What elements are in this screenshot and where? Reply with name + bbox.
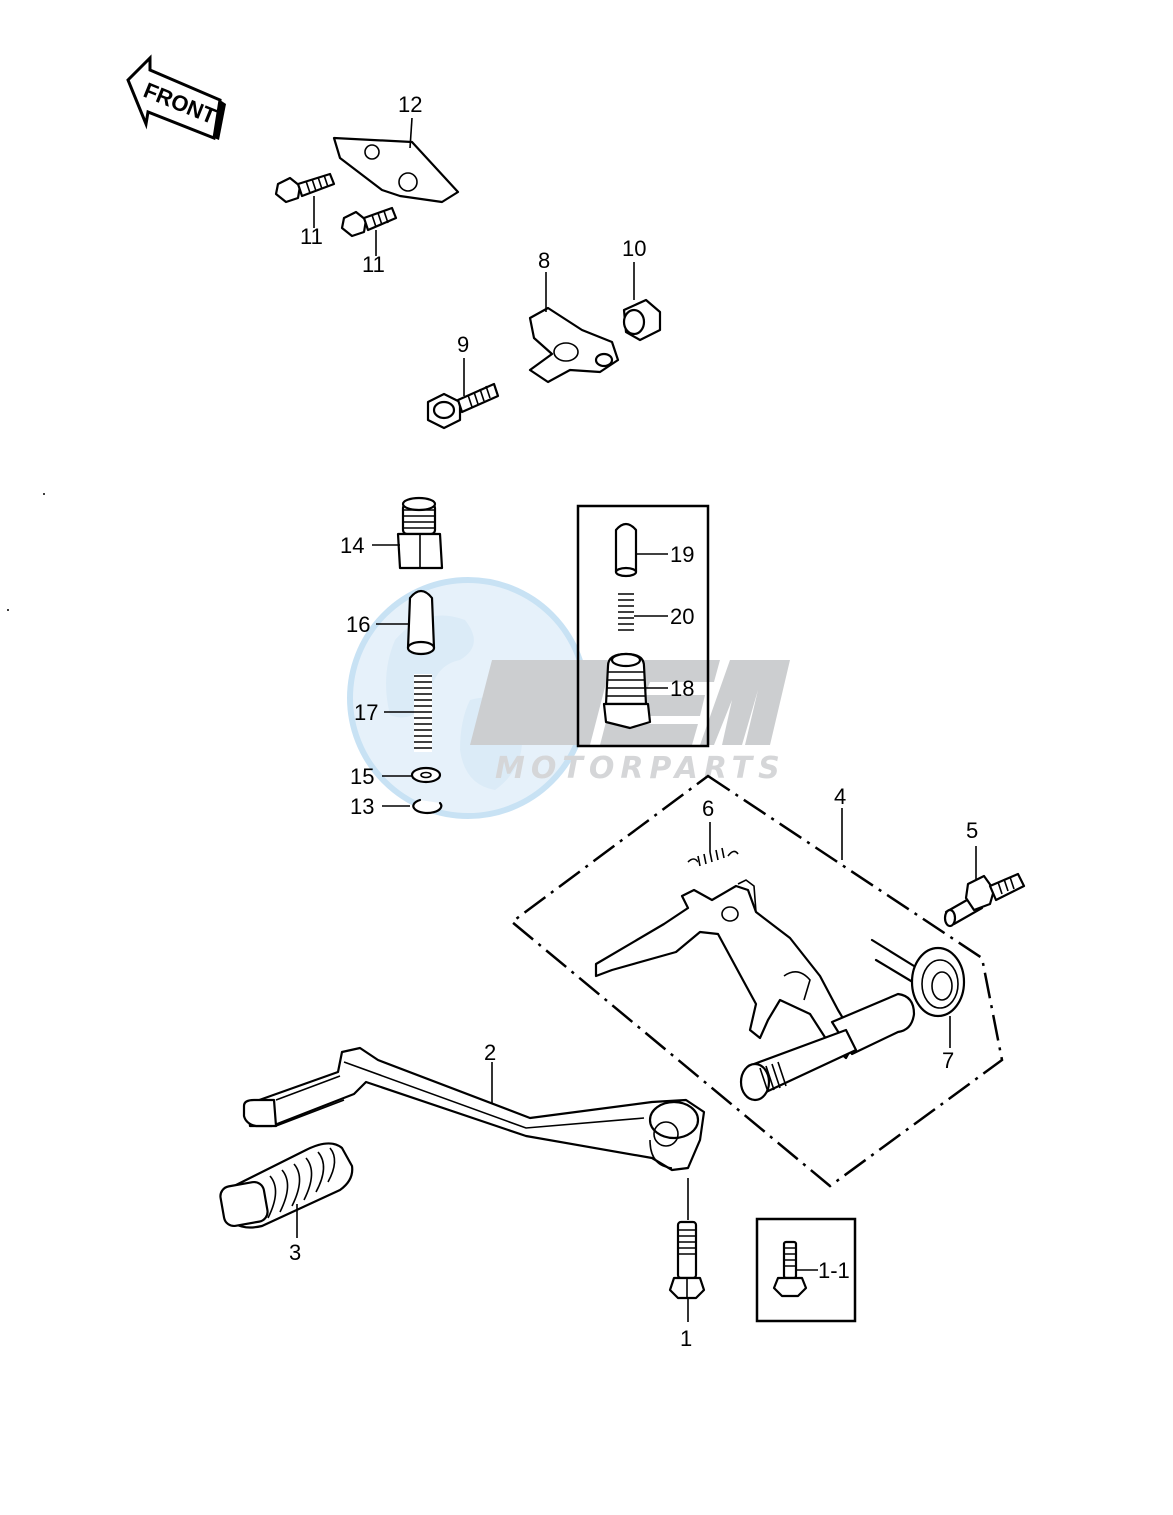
callout-11-b: 11 xyxy=(362,252,385,277)
part-9-bolt xyxy=(426,382,500,430)
part-15-washer xyxy=(410,766,442,784)
part-1-bolt xyxy=(668,1220,706,1300)
callout-19: 19 xyxy=(670,542,694,567)
part-8-bracket xyxy=(528,306,620,384)
callout-10: 10 xyxy=(622,236,646,261)
callout-4: 4 xyxy=(834,784,846,809)
part-10-collar xyxy=(622,298,662,342)
part-12-plate xyxy=(332,136,460,204)
part-18-holder xyxy=(602,652,652,730)
part-2-shift-pedal xyxy=(242,1046,706,1172)
part-4-assembly-outline xyxy=(509,774,1004,1188)
callout-5: 5 xyxy=(966,818,978,843)
part-19-pin xyxy=(614,522,638,578)
part-11-bolt-a xyxy=(274,172,336,204)
part-4-shift-shaft xyxy=(594,879,916,1102)
part-group-box-18-20 xyxy=(576,504,710,748)
callout-2: 2 xyxy=(484,1040,496,1065)
front-arrow: FRONT xyxy=(126,54,226,141)
part-13-circlip xyxy=(412,798,443,815)
part-1-1-box xyxy=(755,1217,857,1323)
callout-18: 18 xyxy=(670,676,694,701)
callout-9: 9 xyxy=(457,332,469,357)
part-20-spring xyxy=(618,593,634,631)
part-7-torsion-spring xyxy=(870,938,966,1018)
callout-7: 7 xyxy=(942,1048,954,1073)
part-14-plug xyxy=(396,496,444,570)
part-1-1-bolt xyxy=(772,1240,808,1298)
callout-1-1: 1-1 xyxy=(818,1258,850,1283)
part-5-stud xyxy=(943,872,1026,928)
callout-13: 13 xyxy=(350,794,374,819)
part-16-pin xyxy=(406,589,436,656)
callout-6: 6 xyxy=(702,796,714,821)
part-17-spring xyxy=(414,674,432,752)
part-3-pedal-rubber xyxy=(219,1142,354,1229)
part-11-bolt-b xyxy=(340,206,398,238)
callout-15: 15 xyxy=(350,764,374,789)
callout-12: 12 xyxy=(398,92,422,117)
callout-3: 3 xyxy=(289,1240,301,1265)
callout-20: 20 xyxy=(670,604,694,629)
callout-11-a: 11 xyxy=(300,224,323,249)
callout-16: 16 xyxy=(346,612,370,637)
part-6-spring xyxy=(687,847,739,871)
callout-1: 1 xyxy=(680,1326,692,1351)
watermark-subtitle: MOTORPARTS xyxy=(495,751,786,786)
callout-17: 17 xyxy=(354,700,378,725)
callout-8: 8 xyxy=(538,248,550,273)
callout-14: 14 xyxy=(340,533,364,558)
